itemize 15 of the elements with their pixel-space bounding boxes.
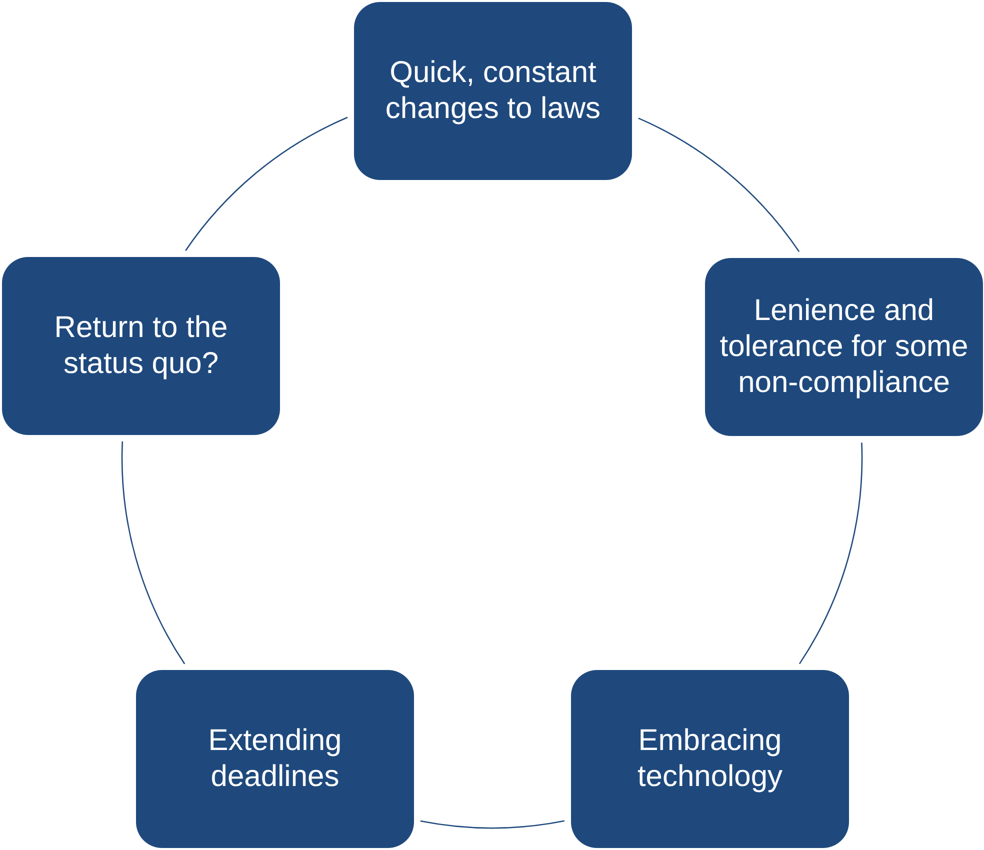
box-label: Quick, constant changes to laws — [384, 55, 602, 127]
connector-arc — [420, 820, 564, 829]
process-box — [2, 257, 280, 435]
connector-arc — [798, 442, 862, 664]
box-label: Return to the status quo? — [53, 310, 229, 382]
process-box — [136, 670, 414, 848]
box-label: Lenience and tolerance for some non-compliance — [719, 293, 969, 401]
connector-arc — [122, 441, 186, 664]
box-label: Embracing technology — [636, 723, 784, 795]
process-box — [571, 670, 849, 848]
box-label: Extending deadlines — [207, 723, 343, 795]
connector-arc — [185, 116, 348, 251]
connector-arc — [638, 118, 800, 252]
process-box — [354, 2, 632, 180]
process-box — [705, 258, 983, 436]
